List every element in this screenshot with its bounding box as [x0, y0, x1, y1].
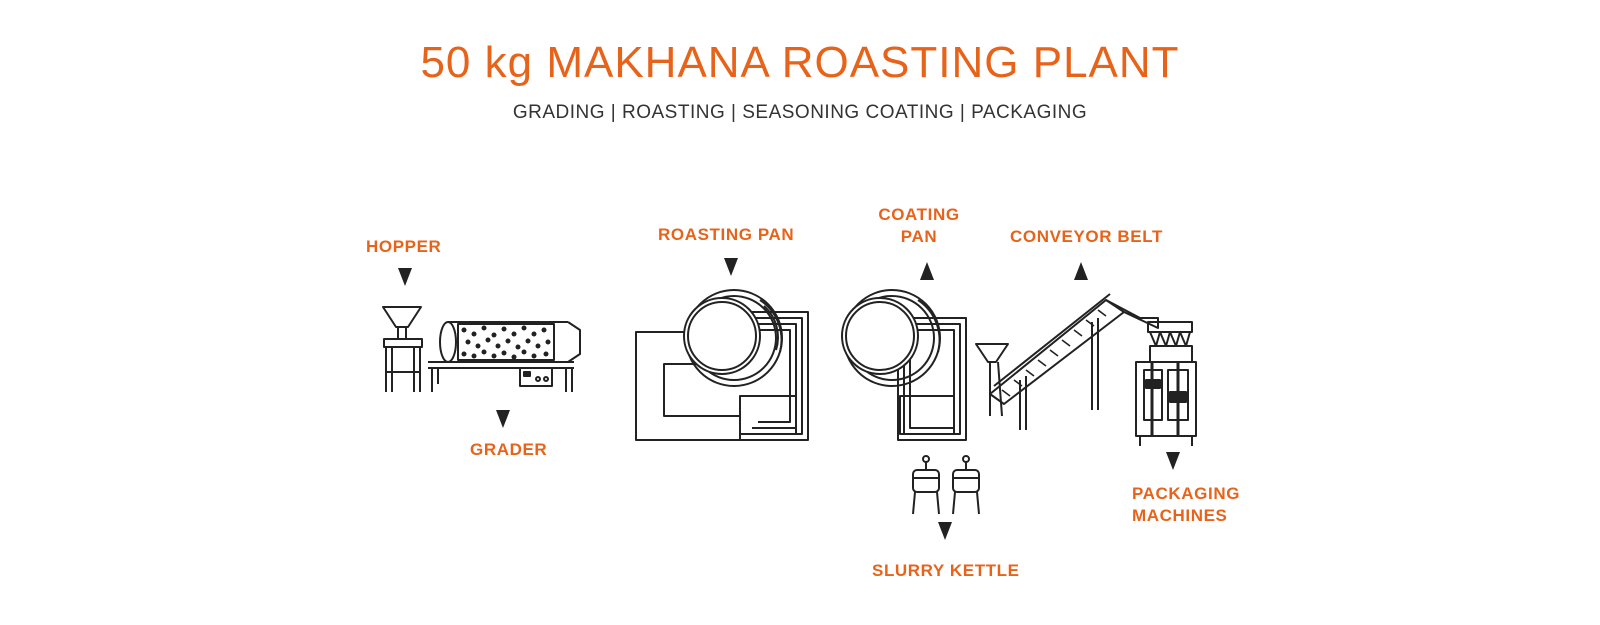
grader-label: GRADER — [470, 440, 548, 459]
packaging-machines-label: PACKAGING MACHINES — [1132, 483, 1240, 527]
arrow-down-icon — [724, 258, 738, 276]
hopper-machine — [382, 306, 423, 392]
packaging-label-line2: MACHINES — [1132, 506, 1228, 525]
grader-machine — [428, 321, 581, 392]
arrow-down-icon — [496, 410, 510, 428]
arrow-up-icon — [920, 262, 934, 280]
coating-pan-label: COATING PAN — [864, 204, 974, 248]
page-title: 50 kg MAKHANA ROASTING PLANT — [420, 38, 1180, 87]
roasting-pan-label: ROASTING PAN — [658, 225, 795, 244]
arrow-down-icon — [938, 522, 952, 540]
packaging-label-line1: PACKAGING — [1132, 484, 1241, 503]
arrow-down-icon — [1166, 452, 1180, 470]
slurry-kettle-right — [952, 455, 980, 515]
page-subtitle: GRADING | ROASTING | SEASONING COATING |… — [512, 102, 1088, 123]
slurry-kettle-left — [912, 455, 940, 515]
coating-pan-label-line2: PAN — [900, 227, 938, 246]
arrow-up-icon — [1074, 262, 1088, 280]
conveyor-belt-machine — [975, 293, 1159, 430]
hopper-label: HOPPER — [366, 237, 442, 256]
arrow-down-icon — [398, 268, 412, 286]
slurry-kettle-label: SLURRY KETTLE — [872, 561, 1020, 580]
conveyor-belt-label: CONVEYOR BELT — [1010, 227, 1163, 246]
coating-pan-machine — [841, 289, 967, 441]
coating-pan-label-line1: COATING — [878, 205, 960, 224]
packaging-machine — [1135, 321, 1197, 446]
roasting-pan-machine — [635, 289, 809, 441]
